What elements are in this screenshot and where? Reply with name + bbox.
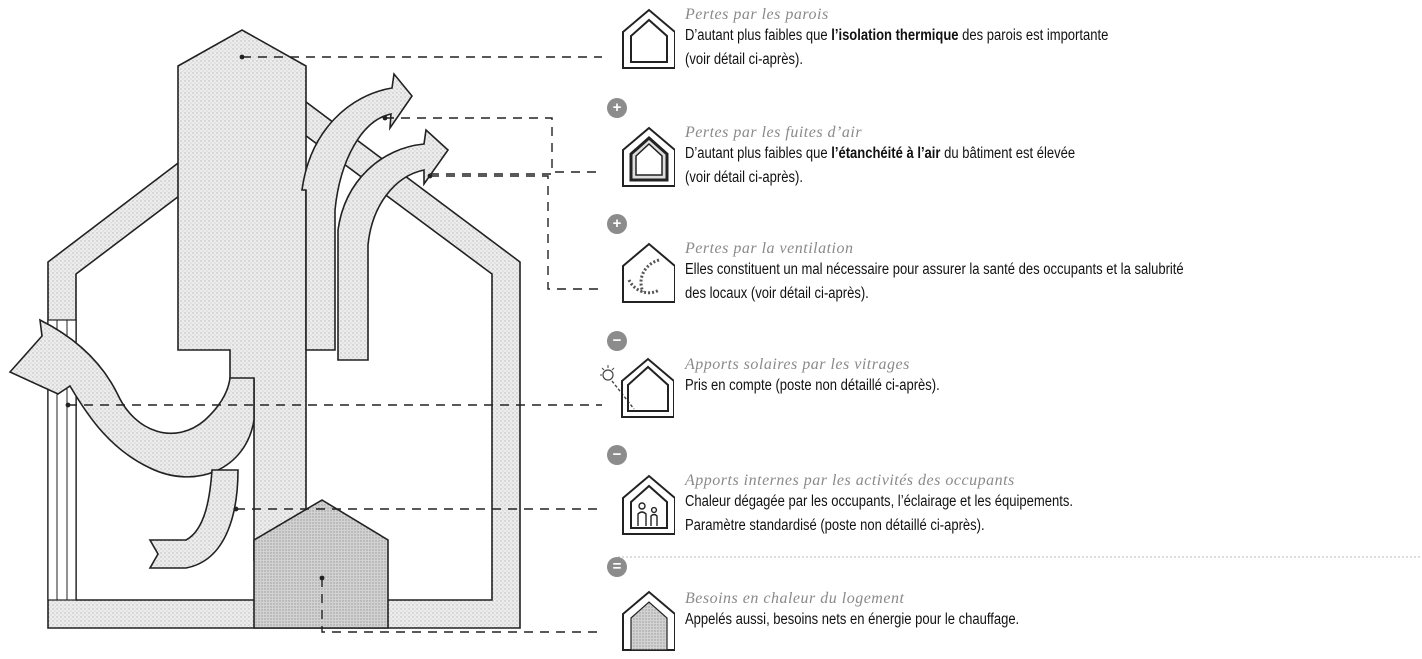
flow-wall-losses <box>177 29 307 561</box>
legend-description: D’autant plus faibles que l’étanchéité à… <box>685 145 1076 162</box>
legend-item-heating-needs: Besoins en chaleur du logement Appelés a… <box>685 590 1405 632</box>
legend-description: Elles constituent un mal nécessaire pour… <box>685 261 1184 278</box>
legend-title: Pertes par les fuites d’air <box>685 124 863 141</box>
leader-dots <box>65 54 433 581</box>
legend-description: Pris en compte (poste non détaillé ci-ap… <box>685 377 940 394</box>
legend-title: Pertes par les parois <box>685 6 829 23</box>
legend-description-line2: des locaux (voir détail ci-après). <box>685 285 869 302</box>
legend-title: Pertes par la ventilation <box>685 240 854 257</box>
legend-item-ventilation: Pertes par la ventilation Elles constitu… <box>685 240 1405 306</box>
house-airtight-icon <box>622 126 675 187</box>
house-occupants-icon <box>622 474 675 535</box>
legend-title: Apports internes par les activités des o… <box>685 472 1015 489</box>
flow-air-leaks <box>301 72 413 351</box>
legend-description-line2: (voir détail ci-après). <box>685 169 803 186</box>
flow-ventilation <box>337 128 450 361</box>
legend-item-air-leaks: Pertes par les fuites d’air D’autant plu… <box>685 124 1405 190</box>
leader-lines <box>68 56 602 633</box>
house-walls-icon <box>622 8 675 69</box>
flow-solar-gains <box>8 318 255 478</box>
legend-item-wall-losses: Pertes par les parois D’autant plus faib… <box>685 6 1405 72</box>
minus-sign-icon: − <box>607 445 627 465</box>
minus-sign-icon: − <box>607 331 627 351</box>
equals-sign-icon: = <box>607 557 627 577</box>
plus-sign-icon: + <box>607 214 627 234</box>
house-ventilation-icon <box>622 242 675 303</box>
legend-description-line2: (voir détail ci-après). <box>685 51 803 68</box>
legend-item-internal-gains: Apports internes par les activités des o… <box>685 472 1405 538</box>
house-heating-icon <box>622 590 675 651</box>
flow-internal-gains <box>148 469 239 569</box>
legend-description-line2: Paramètre standardisé (poste non détaill… <box>685 517 985 534</box>
legend-title: Apports solaires par les vitrages <box>685 356 910 373</box>
legend-description: Appelés aussi, besoins nets en énergie p… <box>685 611 1020 628</box>
legend-description: D’autant plus faibles que l’isolation th… <box>685 27 1109 44</box>
legend-item-solar-gains: Apports solaires par les vitrages Pris e… <box>685 356 1405 398</box>
plus-sign-icon: + <box>607 98 627 118</box>
heating-needs-block <box>253 499 389 629</box>
house-solar-icon <box>600 357 674 418</box>
legend-description: Chaleur dégagée par les occupants, l’écl… <box>685 493 1073 510</box>
legend-title: Besoins en chaleur du logement <box>685 590 905 607</box>
